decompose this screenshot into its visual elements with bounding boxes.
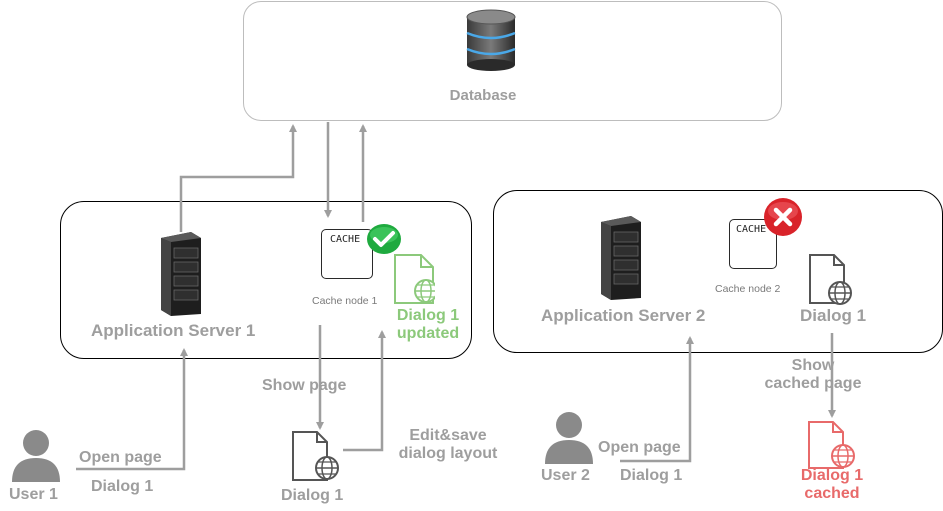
app-server-2-box [493,190,943,353]
dialog-updated-label: Dialog 1 updated [396,307,460,343]
arrow-server1-to-db [179,124,297,232]
user-icon-2 [545,412,593,464]
database-icon [466,9,516,71]
client-dialog-label: Dialog 1 [281,487,344,504]
database-label: Database [449,87,517,104]
cache-node-2-label: Cache node 2 [715,283,781,295]
user-1-label: User 1 [9,486,58,503]
app-server-2-label: Application Server 2 [541,306,706,325]
cache-node-2-text: CACHE [736,224,767,235]
server2-dialog-label: Dialog 1 [800,306,867,325]
document-globe-icon-updated [394,254,435,304]
error-badge-icon [764,198,802,236]
cache-node-1-label: Cache node 1 [312,295,378,307]
user-2-dialog-label: Dialog 1 [620,467,683,484]
user-1-open-page-label: Open page [79,449,162,466]
edit-save-label: Edit&save dialog layout [398,427,498,463]
server-rack-icon [161,232,201,316]
show-cached-page-label: Show cached page [764,357,862,393]
cache-node-1-text: CACHE [330,234,361,245]
dialog-cached-label: Dialog 1 cached [800,467,864,503]
document-globe-icon-cached [808,421,855,469]
app-server-1-label: Application Server 1 [91,321,256,340]
arrow-user2-to-server2 [620,336,694,463]
user-icon [12,430,60,482]
user-2-open-page-label: Open page [598,439,681,456]
arrow-edit-save [343,330,386,452]
server-rack-icon-2 [601,216,641,300]
user-1-dialog-label: Dialog 1 [91,478,154,495]
show-page-label: Show page [262,377,347,394]
document-globe-icon-server2 [809,254,852,305]
cache-node-1: CACHE [321,229,373,279]
user-2-label: User 2 [541,467,590,484]
document-globe-icon-client [292,431,339,481]
arrow-user1-to-server1 [76,348,188,471]
check-badge-icon [367,224,401,254]
